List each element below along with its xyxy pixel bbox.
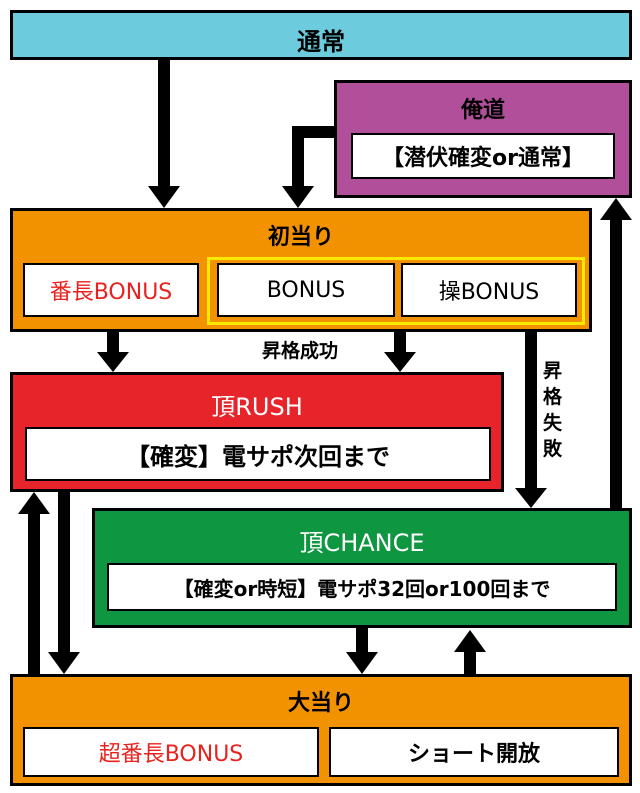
arrow-super-bancho-to-rush [28, 512, 40, 724]
arrow-chance-to-ore [610, 218, 622, 508]
arrow-chance-to-big-hit [356, 626, 368, 654]
node-rush-title: 頂RUSH [211, 393, 303, 421]
arrow-first-hit-to-chance [525, 330, 537, 490]
short-open-box: ショート開放 [329, 727, 619, 777]
sou-bonus-box: 操BONUS [401, 263, 577, 317]
node-chance-title: 頂CHANCE [299, 529, 425, 557]
arrow-rush-to-big-hit [58, 490, 70, 654]
highlight-bonus-group [207, 257, 585, 325]
node-normal: 通常 [10, 10, 632, 60]
super-bancho-bonus-box: 超番長BONUS [23, 727, 319, 777]
node-chance: 頂CHANCE 【確変or時短】電サポ32回or100回まで [92, 508, 632, 628]
node-first-hit: 初当り 番長BONUS BONUS 操BONUS [10, 208, 592, 332]
arrow-normal-to-first-hit [158, 58, 170, 188]
label-promotion-fail: 昇格失敗 [543, 360, 563, 460]
label-promotion-success: 昇格成功 [262, 340, 339, 362]
node-chance-inner: 【確変or時短】電サポ32回or100回まで [107, 563, 617, 611]
node-first-hit-title: 初当り [267, 225, 334, 250]
node-rush-inner: 【確変】電サポ次回まで [25, 427, 491, 481]
node-big-hit: 大当り 超番長BONUS ショート開放 [10, 674, 632, 786]
node-ore: 俺道 【潜伏確変or通常】 [334, 80, 632, 198]
node-big-hit-title: 大当り [287, 691, 354, 716]
bancho-bonus-box: 番長BONUS [23, 263, 199, 317]
bonus-box: BONUS [217, 263, 395, 317]
node-rush: 頂RUSH 【確変】電サポ次回まで [10, 372, 504, 492]
node-normal-title: 通常 [297, 28, 345, 56]
node-ore-title: 俺道 [460, 98, 505, 123]
node-ore-inner: 【潜伏確変or通常】 [351, 133, 615, 179]
